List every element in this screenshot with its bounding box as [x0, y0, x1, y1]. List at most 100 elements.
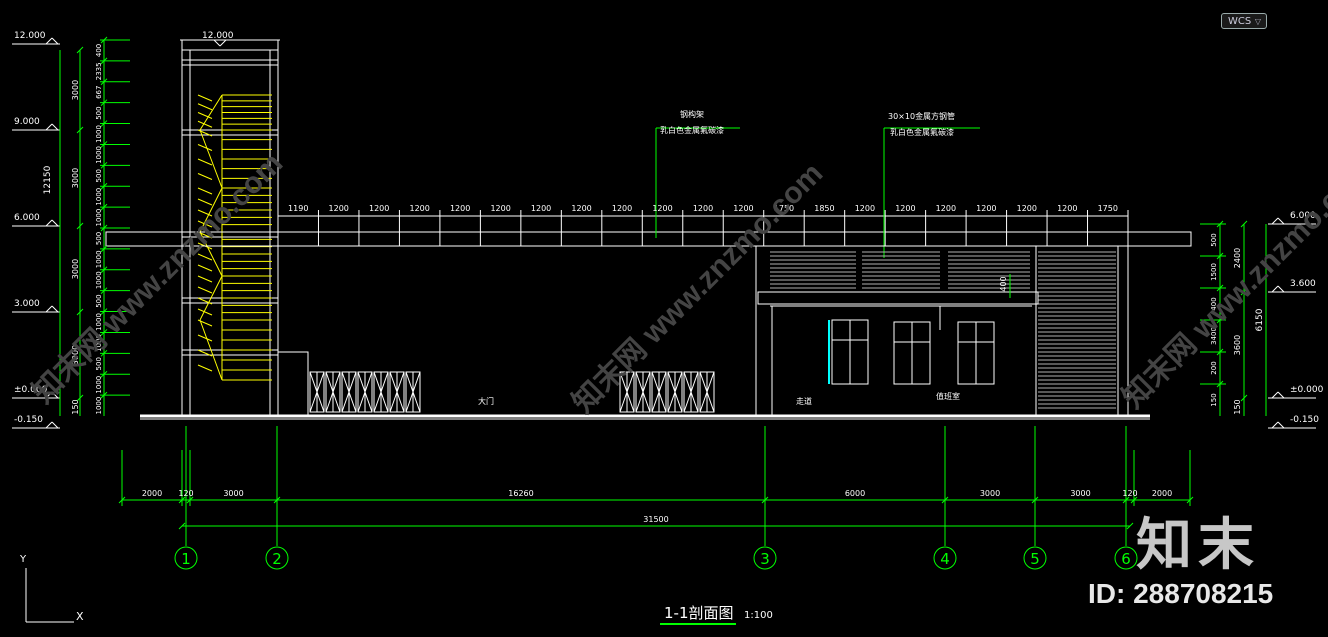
room-label-gate: 大门: [478, 396, 494, 406]
level-mark: [1277, 421, 1285, 429]
axis-bubble-4: [933, 546, 957, 570]
left-dim-inner-6: 500: [95, 169, 103, 182]
drawing-scale: 1:100: [744, 610, 773, 621]
drawing-title: 1-1剖面图: [664, 604, 734, 622]
left-dim-inner-3: 500: [95, 106, 103, 119]
room-label-corridor: 走道: [796, 396, 812, 406]
stair-stringer: [199, 319, 223, 381]
bottom-dim-1: 120: [178, 489, 193, 498]
left-dim-inner-0: 400: [95, 44, 103, 57]
annotation-1-line2: 乳白色金属氟碳漆: [660, 125, 724, 135]
stair-baluster: [197, 187, 213, 195]
bottom-dim-0: 2000: [142, 489, 162, 498]
axis-label-3: 3: [760, 550, 770, 568]
right-dim-mid-1: 3600: [1233, 335, 1242, 355]
stair-baluster: [197, 231, 213, 239]
dim-tick: [1240, 394, 1248, 402]
stair-baluster: [197, 275, 213, 283]
canopy-dim-8: 1200: [612, 204, 632, 213]
dim-tick: [118, 496, 126, 504]
watermark-id: ID: 288708215: [1088, 578, 1274, 609]
canopy-dim-19: 1200: [1057, 204, 1077, 213]
dim-tick: [186, 496, 194, 504]
dim-tick: [273, 496, 281, 504]
level-mark: [45, 421, 53, 429]
left-dim-inner-1: 2335: [95, 62, 103, 80]
canopy-dim-1: 1200: [329, 204, 349, 213]
dim-tick: [1122, 496, 1130, 504]
stair-stringer: [199, 187, 223, 233]
level-mark: [219, 39, 227, 47]
left-dim-outer-1: 3000: [71, 168, 80, 188]
stair-baluster: [197, 198, 213, 206]
right-dim-inner-3: 3400: [1210, 327, 1218, 345]
level-mark: [51, 391, 59, 399]
wcs-dropdown[interactable]: WCS▽: [1221, 13, 1267, 29]
dim-tick: [76, 308, 84, 316]
right-dim-inner-5: 150: [1210, 393, 1218, 406]
left-dim-inner-13: 1000: [95, 313, 103, 331]
chevron-down-icon: ▽: [1254, 17, 1261, 26]
dim-tick: [178, 522, 186, 530]
dim-tick: [1126, 522, 1134, 530]
canopy-dim-13: 1850: [814, 204, 834, 213]
level-mark: [51, 421, 59, 429]
level-mark: [51, 305, 59, 313]
left-dim-inner-11: 1000: [95, 271, 103, 289]
level-right-2: ±0.000: [1290, 385, 1324, 395]
left-dim-total-label: 12150: [43, 165, 53, 194]
level-left-1: 9.000: [14, 117, 40, 127]
stair-baluster: [197, 209, 213, 217]
right-dim-inner-4: 200: [1210, 361, 1218, 374]
level-mark: [1271, 285, 1279, 293]
level-right-3: -0.150: [1290, 415, 1319, 425]
beam-drop-label: 400: [999, 276, 1008, 291]
canopy-dim-11: 1200: [733, 204, 753, 213]
level-left-0: 12.000: [14, 31, 46, 41]
guardhouse-eave: [757, 291, 1039, 305]
structure-lines: [12, 36, 1316, 625]
stair-baluster: [197, 334, 213, 342]
left-dim-outer-2: 3000: [71, 259, 80, 279]
canopy-dim-18: 1200: [1017, 204, 1037, 213]
right-dim-inner-0: 500: [1210, 233, 1218, 246]
level-right-0: 6.000: [1290, 211, 1316, 221]
stair-baluster: [197, 103, 213, 111]
left-dim-inner-8: 1000: [95, 209, 103, 227]
stair-baluster: [197, 129, 213, 137]
axis-label-2: 2: [272, 550, 282, 568]
level-mark: [1277, 217, 1285, 225]
level-mark: [45, 123, 53, 131]
left-dim-inner-9: 500: [95, 232, 103, 245]
canopy-dim-3: 1200: [409, 204, 429, 213]
dim-tick: [1130, 496, 1138, 504]
bottom-dim-4: 6000: [845, 489, 865, 498]
canopy-dim-6: 1200: [531, 204, 551, 213]
dim-tick: [76, 126, 84, 134]
guardhouse-outline: [755, 245, 1129, 417]
level-mark: [1271, 421, 1279, 429]
axis-bubble-3: [753, 546, 777, 570]
canopy-beam: [105, 231, 1192, 247]
canopy-dim-15: 1200: [895, 204, 915, 213]
level-mark: [1277, 391, 1285, 399]
gate-wall: [277, 351, 309, 417]
level-mark: [213, 39, 221, 47]
stair-stringer: [199, 129, 223, 189]
dim-tick: [941, 496, 949, 504]
left-dim-outer-0: 3000: [71, 80, 80, 100]
dim-tick: [1186, 496, 1194, 504]
right-dim-total-label: 6150: [1255, 308, 1265, 331]
axis-label-4: 4: [940, 550, 950, 568]
bottom-dim-5: 3000: [980, 489, 1000, 498]
level-left-2: 6.000: [14, 213, 40, 223]
bottom-dim-6: 3000: [1070, 489, 1090, 498]
level-mark: [1271, 391, 1279, 399]
canopy-dim-2: 1200: [369, 204, 389, 213]
canopy-dim-10: 1200: [693, 204, 713, 213]
level-right-1: 3.600: [1290, 279, 1316, 289]
left-dim-outer-4: 150: [71, 399, 80, 414]
annotation-2-line2: 乳白色金属氟碳漆: [890, 127, 954, 137]
ucs-x-label: X: [76, 610, 84, 623]
